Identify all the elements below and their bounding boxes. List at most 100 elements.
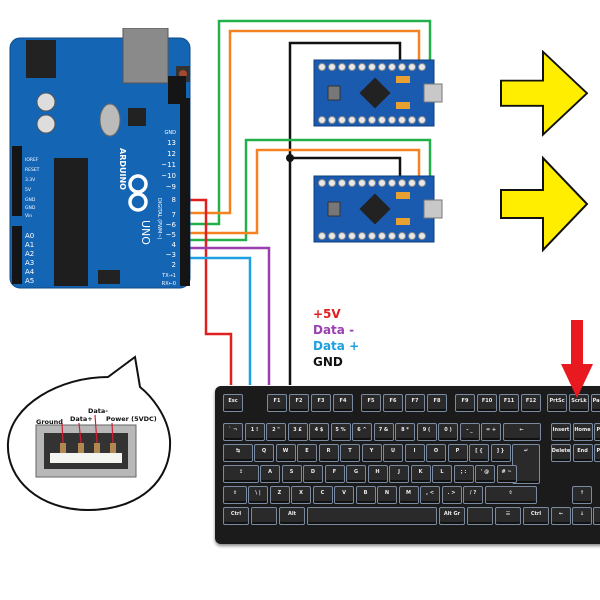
key[interactable]: ↑ [572,486,592,504]
key[interactable]: X [291,486,311,504]
key[interactable]: L [432,465,452,483]
key[interactable]: F12 [521,394,541,412]
key[interactable]: P [447,444,468,462]
usb-label-power: Power (5VDC) [106,415,157,423]
key[interactable]: Z [269,486,290,504]
key[interactable]: Alt [279,507,305,525]
key[interactable]: - _ [459,423,480,441]
key[interactable]: → [593,507,600,525]
key[interactable]: F6 [383,394,403,412]
key[interactable]: F7 [405,394,425,412]
pin-a3-label: A3 [25,259,34,267]
key[interactable]: H [367,465,388,483]
key[interactable]: 1 ! [244,423,265,441]
capacitor [36,114,56,134]
key[interactable]: Pause [591,394,600,412]
key[interactable]: S [281,465,302,483]
key[interactable]: ⇧ [223,486,247,504]
key[interactable]: J [389,465,409,483]
key[interactable]: = + [481,423,501,441]
key[interactable]: End [572,444,593,462]
key[interactable]: 9 ( [416,423,437,441]
key[interactable]: R [318,444,339,462]
key[interactable] [307,507,437,525]
key[interactable]: F1 [267,394,287,412]
key[interactable]: ☰ [495,507,521,525]
key[interactable]: T [340,444,360,462]
key[interactable]: PrtSc [547,394,567,412]
key[interactable]: M [398,486,419,504]
key[interactable]: 4 $ [309,423,329,441]
key[interactable]: , < [420,486,440,504]
yellow-arrow-icon [500,155,589,253]
key[interactable]: U [383,444,403,462]
key[interactable]: F2 [289,394,309,412]
key[interactable]: I [404,444,425,462]
pin-12-label: 12 [167,150,176,158]
key[interactable]: 5 % [330,423,351,441]
key[interactable]: W [275,444,296,462]
yellow-arrow-icon [500,50,589,137]
key[interactable]: N [377,486,397,504]
key[interactable]: 6 ^ [352,423,372,441]
key[interactable]: ` ¬ [223,423,243,441]
key[interactable]: C [312,486,333,504]
key[interactable]: D [303,465,323,483]
key[interactable] [467,507,493,525]
key[interactable]: Insert [551,423,571,441]
key[interactable]: ← [551,507,571,525]
key[interactable]: / ? [463,486,483,504]
key[interactable]: K [410,465,431,483]
key[interactable]: ScrLk [569,394,589,412]
key[interactable]: Ctrl [223,507,249,525]
key[interactable]: E [297,444,317,462]
key[interactable]: ↹ [223,444,253,462]
key[interactable]: Delete [551,444,571,462]
key[interactable]: Ctrl [523,507,549,525]
red-pointer-arrow-icon [561,320,593,398]
key[interactable]: F5 [361,394,381,412]
pin-row-top [318,63,426,71]
key[interactable]: V [334,486,354,504]
key[interactable] [251,507,277,525]
key[interactable]: PgUp [594,423,600,441]
key[interactable]: 3 £ [287,423,308,441]
key[interactable]: 7 & [373,423,394,441]
key[interactable]: 8 * [395,423,415,441]
key[interactable]: 0 ) [438,423,458,441]
key[interactable]: A [260,465,280,483]
key[interactable]: \ | [248,486,268,504]
key[interactable]: 2 " [266,423,286,441]
key[interactable]: Alt Gr [439,507,465,525]
key[interactable]: ↵ [512,444,540,484]
key[interactable]: Q [254,444,274,462]
key[interactable]: F8 [427,394,447,412]
key[interactable]: # ~ [496,465,517,483]
key[interactable]: F [324,465,345,483]
key[interactable]: . > [441,486,462,504]
key[interactable]: G [346,465,366,483]
key[interactable]: ⇪ [223,465,259,483]
key[interactable]: F11 [499,394,519,412]
key[interactable]: ' @ [475,465,495,483]
legend-5v: +5V [313,307,341,321]
yellow-arrows [500,50,589,253]
key[interactable]: PgDn [594,444,600,462]
key[interactable]: ; : [453,465,474,483]
key[interactable]: Home [572,423,593,441]
wire-legend: +5V Data - Data + GND [313,306,359,370]
key[interactable]: ↓ [572,507,592,525]
key[interactable]: B [355,486,376,504]
key[interactable]: Esc [223,394,243,412]
key[interactable]: O [426,444,446,462]
key[interactable]: Y [361,444,382,462]
key[interactable]: F10 [477,394,497,412]
key[interactable]: F3 [311,394,331,412]
key[interactable]: ⇧ [484,486,537,504]
key[interactable]: ← [502,423,541,441]
key[interactable]: F9 [455,394,475,412]
key[interactable]: ] } [490,444,511,462]
pin-row-bottom [318,116,426,124]
key[interactable]: [ { [469,444,489,462]
key[interactable]: F4 [333,394,353,412]
